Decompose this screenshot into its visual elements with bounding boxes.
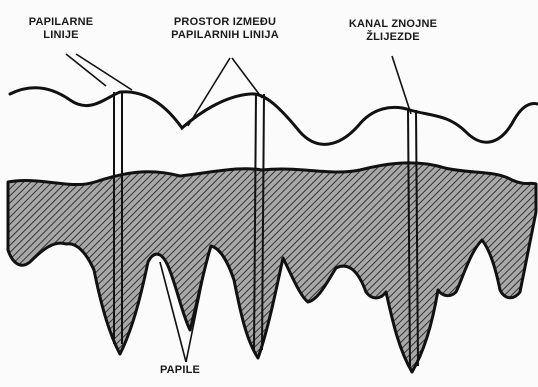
label-papillary-lines-line-2: LINIJE (26, 29, 96, 42)
label-papillae-text: PAPILE (160, 364, 200, 376)
label-papillary-lines: PAPILARNE LINIJE (26, 16, 96, 42)
label-space-between-line-1: PROSTOR IZMEĐU (160, 16, 290, 29)
label-sweat-duct: KANAL ZNOJNE ŽLIJEZDE (338, 18, 448, 44)
epidermis-surface-line (10, 88, 538, 145)
leader-space-1 (188, 58, 230, 126)
label-papillae: PAPILE (150, 364, 210, 377)
label-papillary-lines-line-1: PAPILARNE (26, 16, 96, 29)
label-space-between-lines: PROSTOR IZMEĐU PAPILARNIH LINIJA (160, 16, 290, 42)
label-sweat-duct-line-1: KANAL ZNOJNE (338, 18, 448, 31)
leader-duct (392, 56, 411, 114)
leader-space-2 (232, 58, 262, 98)
dermis-papillae-layer (8, 163, 536, 372)
label-sweat-duct-line-2: ŽLIJEZDE (338, 31, 448, 44)
label-space-between-line-2: PAPILARNIH LINIJA (160, 29, 290, 42)
